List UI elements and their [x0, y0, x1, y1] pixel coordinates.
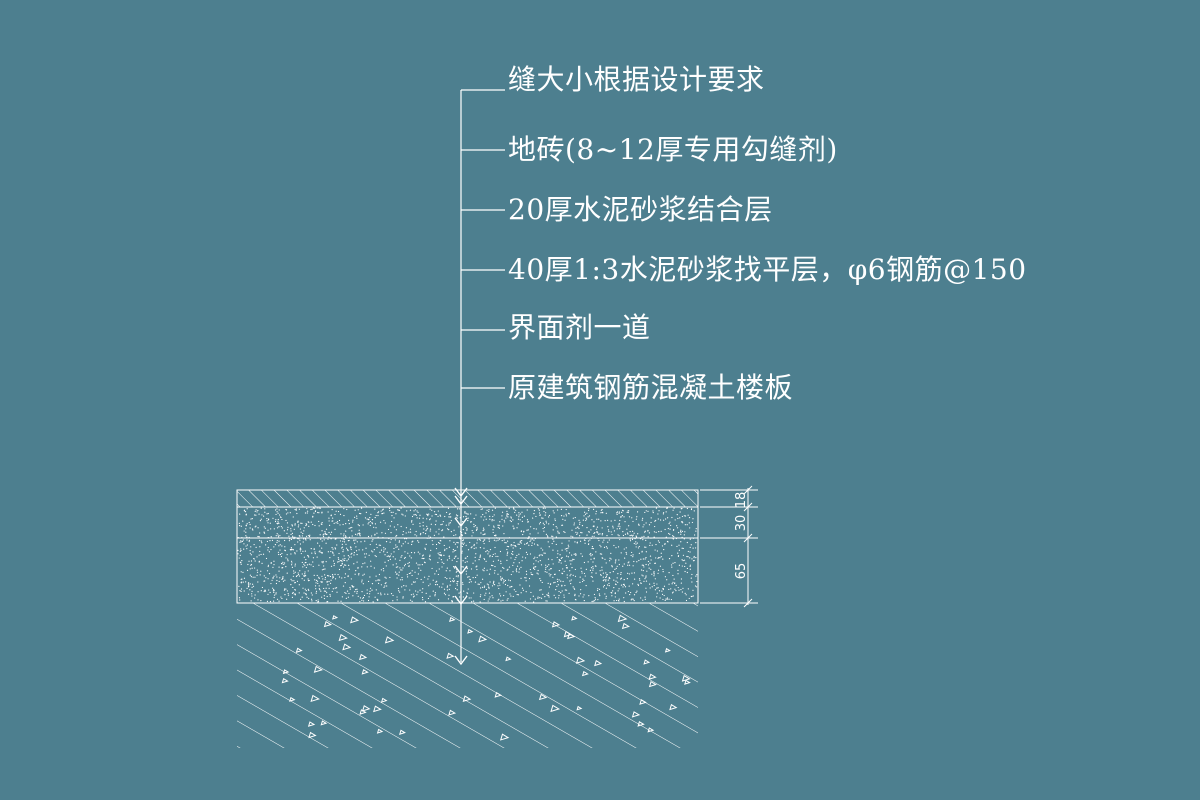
concrete-slab	[237, 603, 698, 748]
dimension-65: 65	[734, 563, 749, 580]
tile-layer	[236, 489, 699, 508]
callout-bonding-mortar: 20厚水泥砂浆结合层	[508, 193, 773, 226]
callout-interface-agent: 界面剂一道	[508, 311, 651, 344]
callout-concrete-slab: 原建筑钢筋混凝土楼板	[508, 371, 794, 404]
callout-tile: 地砖(8~12厚专用勾缝剂)	[508, 133, 838, 166]
dimension-line	[700, 485, 758, 608]
dimension-18: 18	[734, 492, 749, 509]
callout-leveling-mortar: 40厚1:3水泥砂浆找平层，φ6钢筋@150	[508, 253, 1027, 286]
callout-joint: 缝大小根据设计要求	[508, 63, 765, 96]
stipple-fill	[237, 507, 698, 603]
leader-ticks	[461, 89, 505, 389]
mortar-bed-layer	[236, 506, 699, 539]
dimension-texts: 18 30 65	[734, 492, 749, 580]
leader-arrows	[454, 487, 468, 666]
dimension-30: 30	[734, 515, 749, 532]
